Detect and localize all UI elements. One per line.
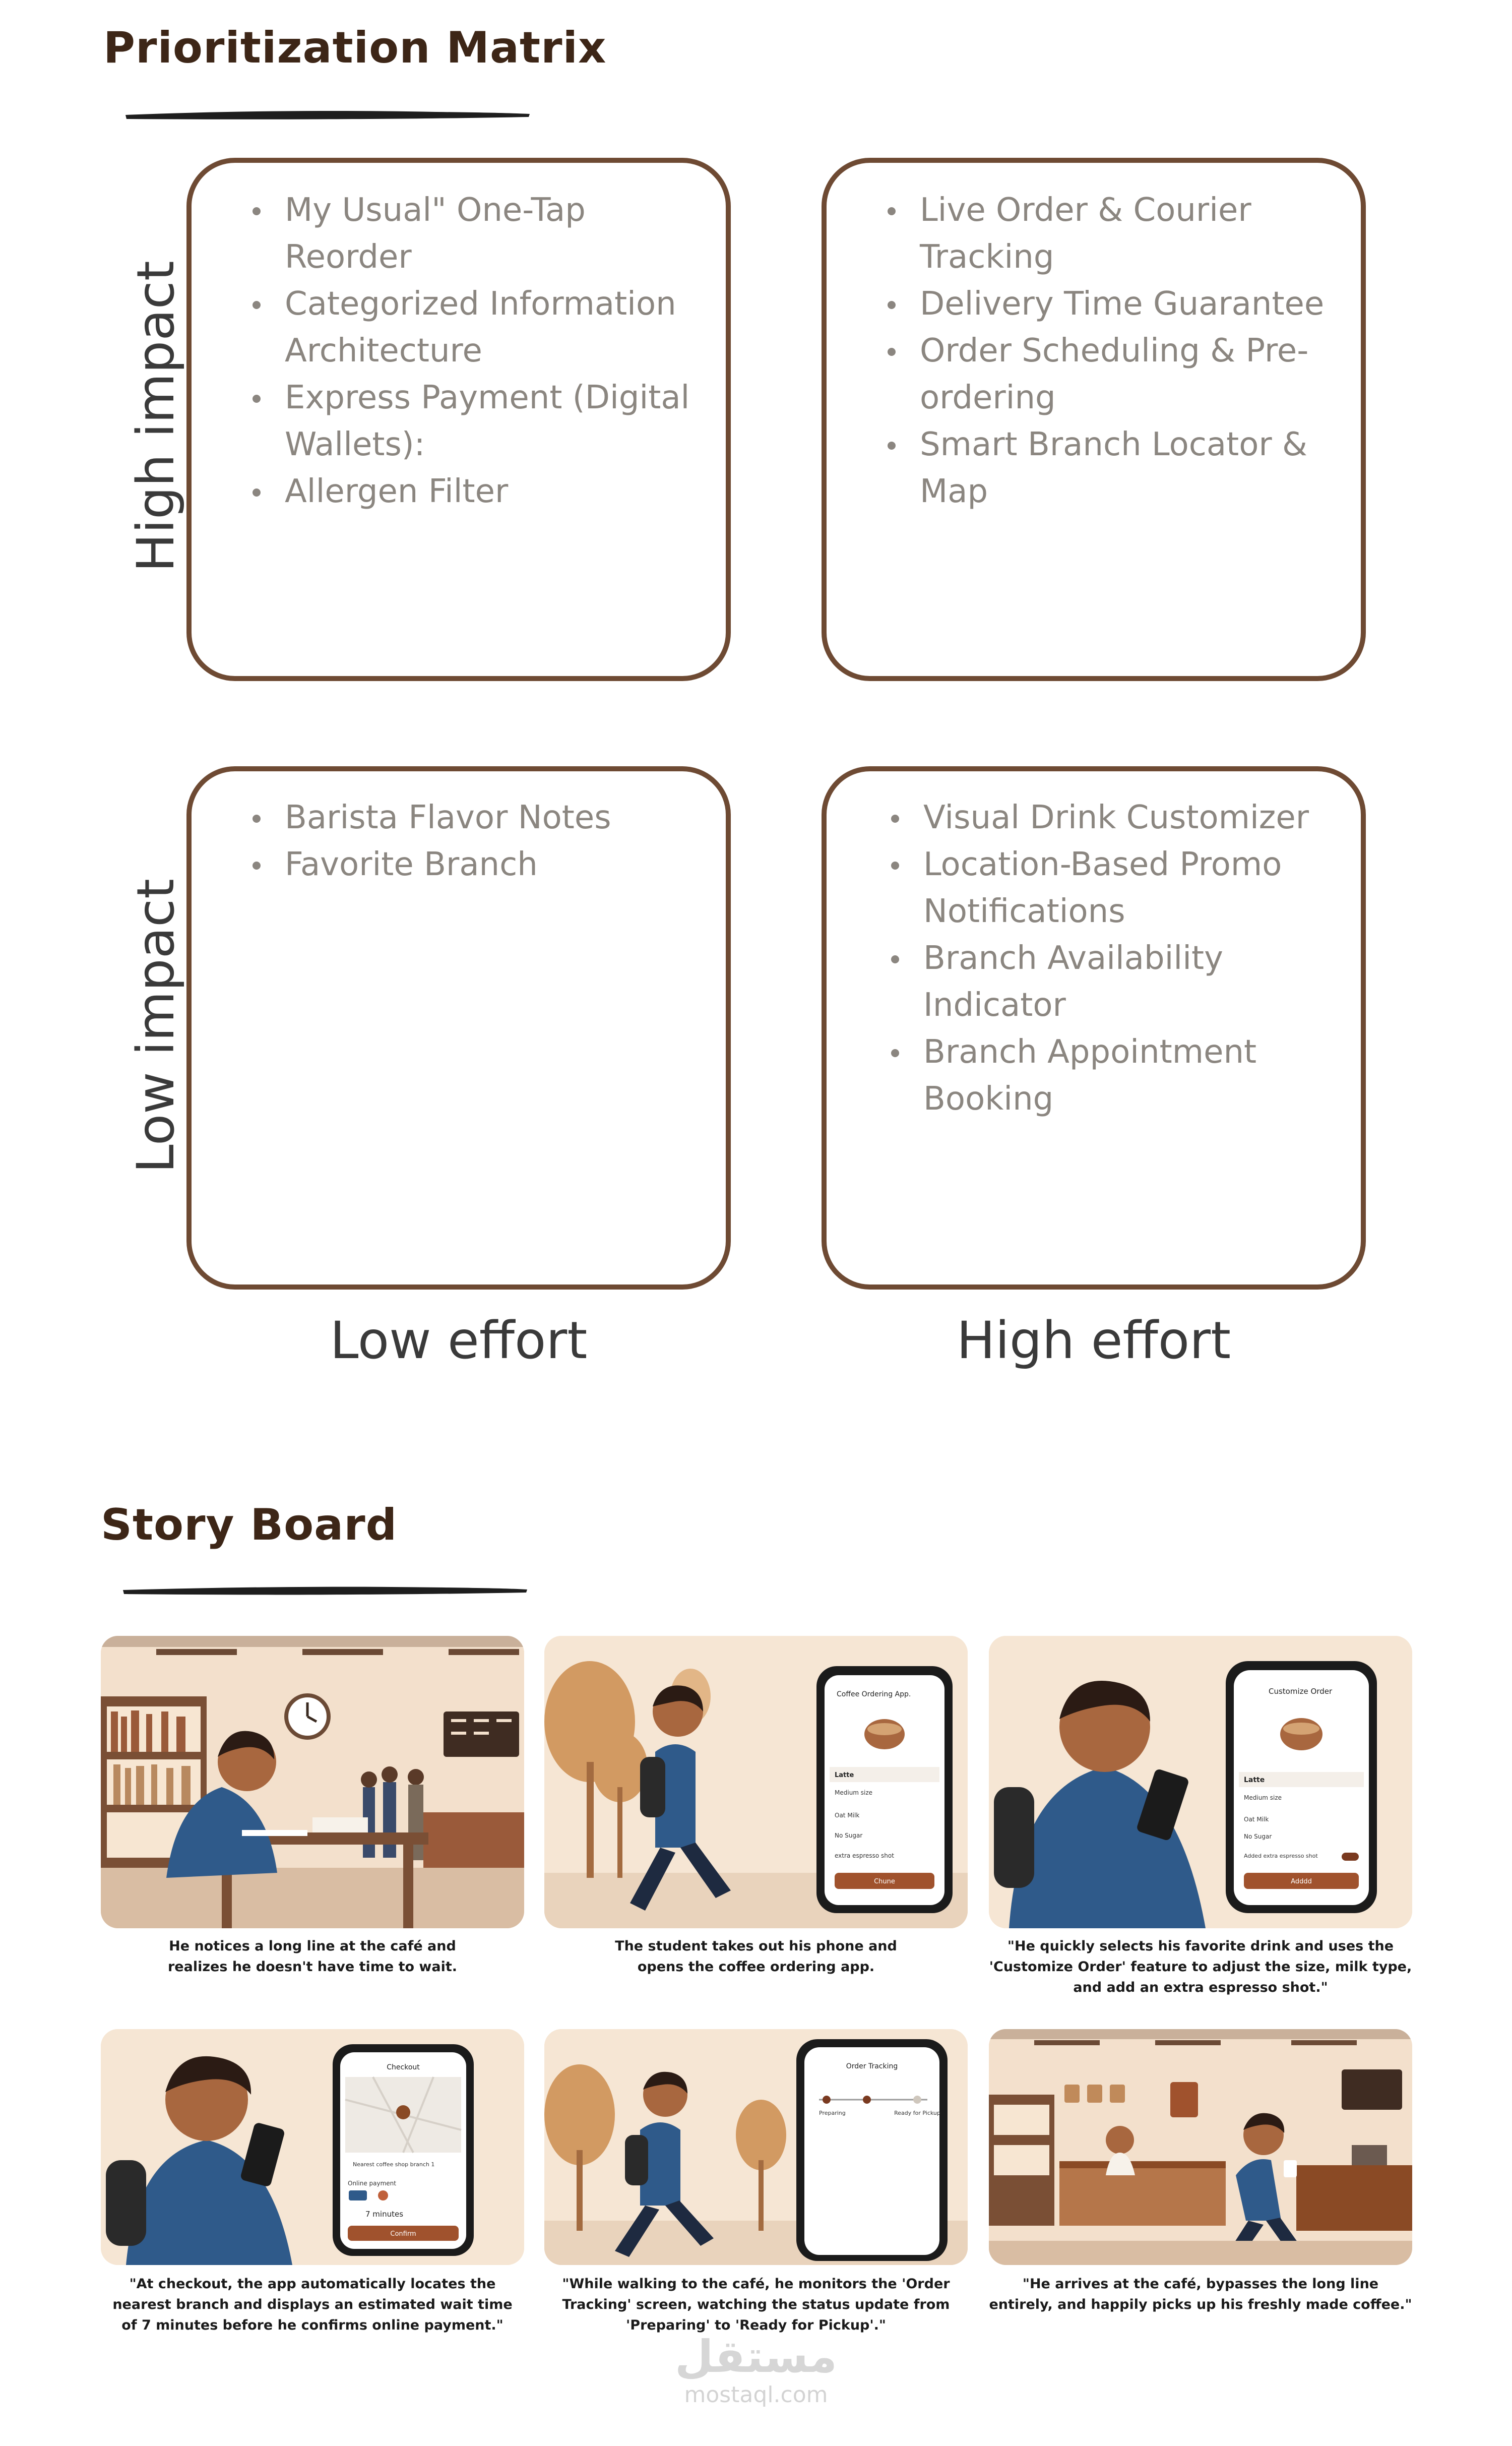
quadrant-item: Location-Based Promo Notifications (883, 841, 1327, 935)
matrix-title: Prioritization Matrix (103, 23, 607, 73)
watermark-logo: مستقل (675, 2331, 837, 2382)
quadrant-item: Allergen Filter (244, 468, 698, 515)
panel-illustration: Checkout Nearest coffee shop branch 1 On… (101, 2029, 524, 2265)
storyboard-title-underline (123, 1586, 527, 1595)
watermark-url: mostaql.com (684, 2382, 828, 2408)
phone-screen-title: Customize Order (1269, 1687, 1333, 1696)
phone-row: Latte (1244, 1776, 1265, 1784)
phone-row: Ready for Pickup (894, 2110, 940, 2116)
x-axis-high-label: High effort (956, 1311, 1231, 1371)
y-axis-low-label: Low impact (126, 878, 186, 1174)
quadrant-item: Order Scheduling & Pre-ordering (879, 328, 1333, 421)
storyboard-panel-4: Checkout Nearest coffee shop branch 1 On… (101, 2029, 524, 2265)
panel-illustration: Coffee Ordering App. Latte Medium size O… (544, 1636, 968, 1928)
phone-row: No Sugar (835, 1832, 862, 1839)
phone-screen-title: Coffee Ordering App. (837, 1690, 911, 1698)
quadrant-item: My Usual" One-Tap Reorder (244, 187, 698, 281)
x-axis-low-label: Low effort (330, 1311, 588, 1371)
panel-illustration (989, 2029, 1412, 2265)
phone-row: No Sugar (1244, 1833, 1272, 1840)
storyboard-panel-1 (101, 1636, 524, 1928)
quadrant-item: Categorized Information Architecture (244, 281, 698, 375)
quadrant-item: Favorite Branch (244, 841, 698, 888)
phone-row: Latte (835, 1771, 854, 1779)
watermark: مستقل mostaql.com (605, 2332, 907, 2408)
storyboard-panel-2: Coffee Ordering App. Latte Medium size O… (544, 1636, 968, 1928)
quadrant-item: Branch Appointment Booking (883, 1029, 1327, 1123)
phone-row: 7 minutes (365, 2210, 403, 2219)
phone-button: Chune (874, 1878, 895, 1885)
quadrant-item: Delivery Time Guarantee (879, 281, 1333, 328)
quadrant-item: Visual Drink Customizer (883, 794, 1327, 841)
phone-row: Added extra espresso shot (1244, 1853, 1318, 1859)
quadrant-item: Branch Availability Indicator (883, 935, 1327, 1029)
y-axis-high-label: High impact (126, 261, 186, 572)
panel-illustration: Order Tracking Preparing Ready for Picku… (544, 2029, 968, 2265)
storyboard-panel-3: Customize Order Latte Medium size Oat Mi… (989, 1636, 1412, 1928)
phone-button: Confirm (390, 2230, 416, 2238)
storyboard-panel-6 (989, 2029, 1412, 2265)
phone-row: Nearest coffee shop branch 1 (353, 2161, 434, 2168)
phone-row: Online payment (348, 2180, 396, 2187)
storyboard-title: Story Board (101, 1500, 398, 1550)
phone-screen-title: Checkout (387, 2063, 420, 2071)
phone-button: Adddd (1291, 1878, 1312, 1885)
storyboard-caption-2: The student takes out his phone and open… (615, 1938, 897, 1975)
storyboard-caption-6: "He arrives at the café, bypasses the lo… (989, 2276, 1412, 2312)
matrix-title-underline (125, 111, 530, 119)
phone-row: Preparing (819, 2110, 846, 2116)
storyboard-panel-5: Order Tracking Preparing Ready for Picku… (544, 2029, 968, 2265)
phone-row: Medium size (1244, 1794, 1282, 1801)
quadrant-item: Barista Flavor Notes (244, 794, 698, 841)
quadrant-item: Express Payment (Digital Wallets): (244, 375, 698, 468)
quadrant-item: Live Order & Courier Tracking (879, 187, 1333, 281)
quadrant-item: Smart Branch Locator & Map (879, 421, 1333, 515)
phone-row: Oat Milk (835, 1812, 859, 1819)
storyboard-caption-3: "He quickly selects his favorite drink a… (989, 1938, 1412, 1995)
panel-illustration (101, 1636, 524, 1928)
panel-illustration: Customize Order Latte Medium size Oat Mi… (989, 1636, 1412, 1928)
phone-row: extra espresso shot (835, 1852, 894, 1859)
phone-row: Medium size (835, 1789, 872, 1796)
storyboard-caption-1: He notices a long line at the café and r… (167, 1938, 458, 1975)
phone-row: Oat Milk (1244, 1816, 1269, 1823)
storyboard-caption-5: "While walking to the café, he monitors … (562, 2276, 950, 2333)
phone-screen-title: Order Tracking (846, 2062, 898, 2070)
storyboard-caption-4: "At checkout, the app automatically loca… (112, 2276, 513, 2333)
